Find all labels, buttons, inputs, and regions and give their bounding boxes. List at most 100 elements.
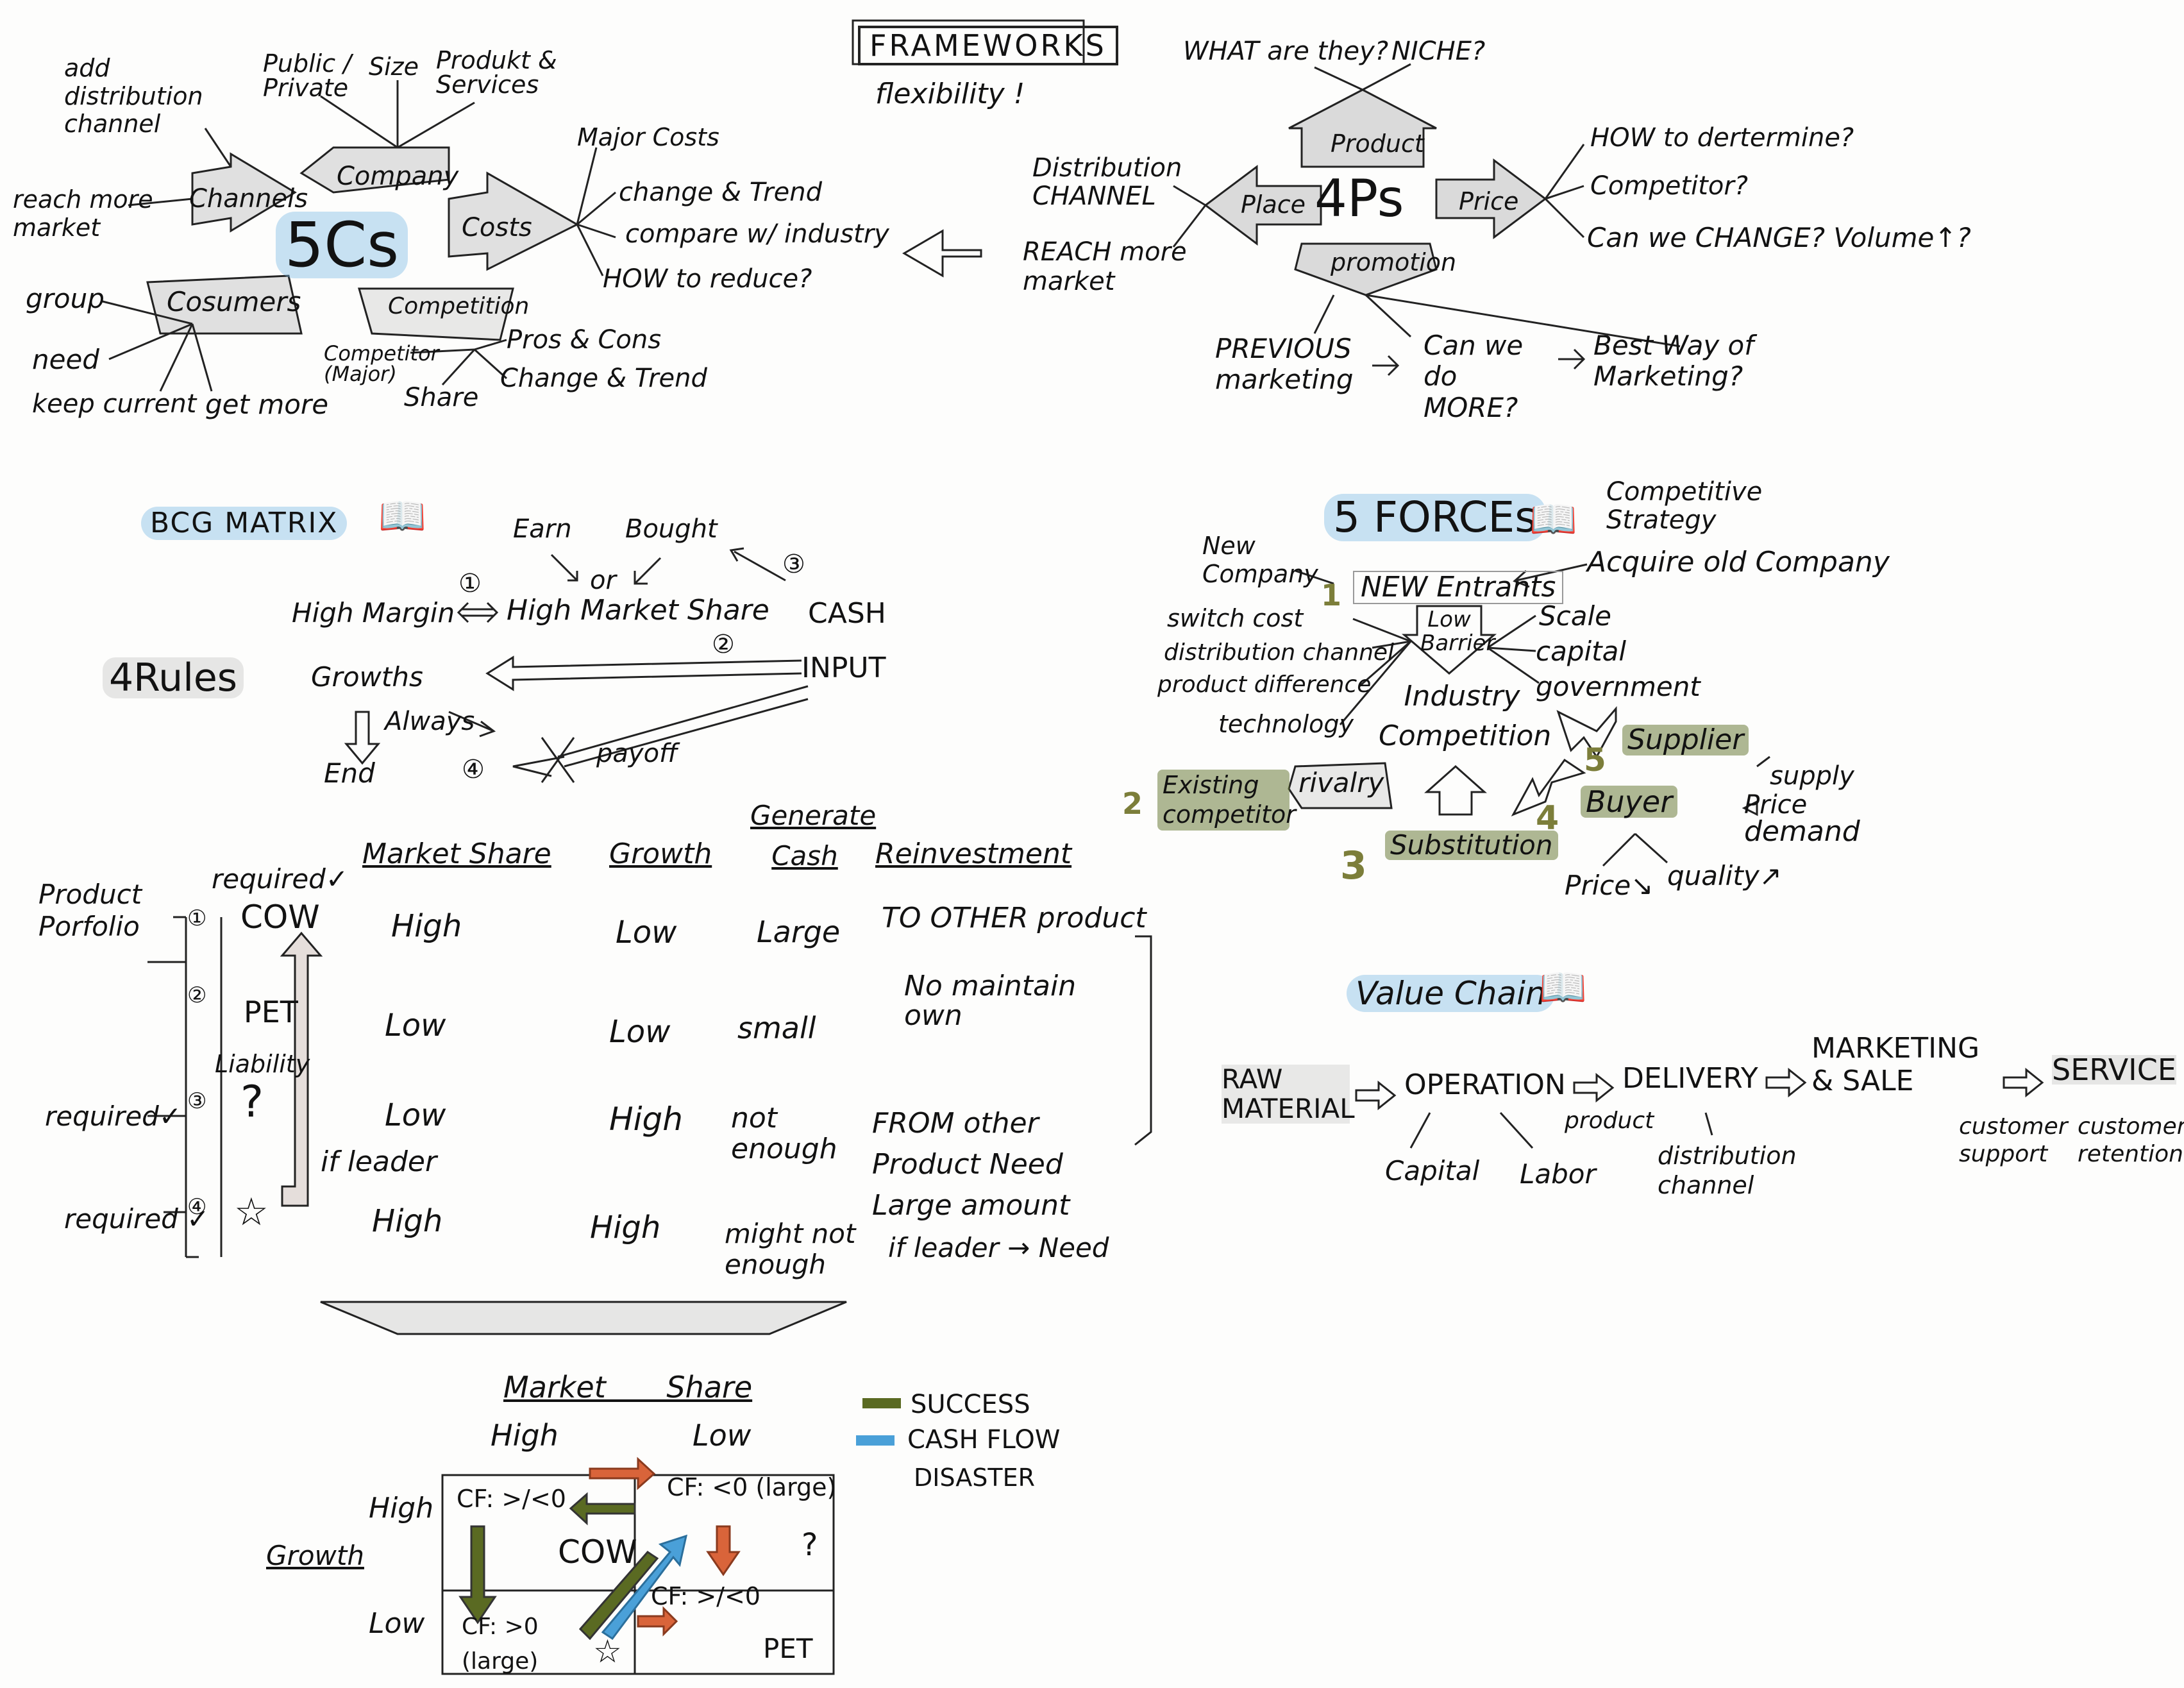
place-branch-dist: Distribution CHANNEL xyxy=(1032,153,1182,211)
vc-note-labor: Labor xyxy=(1520,1158,1596,1190)
book-icon: 📖 xyxy=(1539,965,1587,1010)
arrow-substitution-up xyxy=(1424,764,1487,816)
five-forces-num-3: 3 xyxy=(1340,843,1367,888)
row2-num: ② xyxy=(187,983,207,1008)
five-forces-supplier: Supplier xyxy=(1622,725,1749,755)
five-forces-new-company: New Company xyxy=(1202,532,1318,588)
row4-note: required ✓ xyxy=(64,1203,210,1235)
edge-promo-long xyxy=(1365,294,1681,348)
edge-company-public xyxy=(320,95,398,149)
vc-step-operation: OPERATION xyxy=(1404,1068,1566,1101)
five-forces-title: 5 FORCEs xyxy=(1324,494,1546,541)
promotion-label: promotion xyxy=(1331,248,1457,276)
vc-arrow-4 xyxy=(2003,1067,2044,1098)
four-ps-shapes xyxy=(1172,63,1681,376)
costs-label: Costs xyxy=(462,213,532,242)
edge-consumers-get xyxy=(191,323,213,392)
vc-note-distribution: distribution channel xyxy=(1658,1142,1797,1199)
row1-growth: Low xyxy=(616,915,677,950)
edge-barrier-product xyxy=(1359,640,1411,688)
portfolio-if-leader: if leader xyxy=(321,1145,437,1178)
five-forces-num-4: 4 xyxy=(1536,799,1559,838)
row3-num: ③ xyxy=(187,1088,207,1114)
bcg-cash: CASH xyxy=(808,597,886,630)
place-branch-reach: REACH more market xyxy=(1023,237,1187,296)
hollow-left-arrow xyxy=(902,229,982,278)
bcg-bought: Bought xyxy=(625,514,718,544)
five-forces-acquire: Acquire old Company xyxy=(1587,546,1890,578)
buyer-note-quality: quality↗ xyxy=(1667,860,1782,891)
row3-reinvest: FROM other Product Need Large amount xyxy=(872,1107,1070,1222)
matrix-cell-top-right: CF: <0 (large) xyxy=(667,1473,837,1501)
vc-step-marketing: MARKETING & SALE xyxy=(1811,1032,1980,1097)
competition-arrow-shape xyxy=(358,287,514,341)
five-forces-book-note: Competitive Strategy xyxy=(1606,477,1763,535)
product-branch-niche: NICHE? xyxy=(1391,37,1486,66)
five-forces-buyer: Buyer xyxy=(1581,786,1678,818)
row3-note: required✓ xyxy=(45,1101,182,1132)
supplier-note-price: Price xyxy=(1744,790,1808,820)
five-cs-title: 5Cs xyxy=(276,212,408,278)
price-branch-comp: Competitor? xyxy=(1590,171,1748,201)
row3-cash: not enough xyxy=(731,1102,837,1166)
bcg-input: INPUT xyxy=(802,652,886,684)
company-branch-public: Public / Private xyxy=(263,49,352,102)
arrow-cash-to-share xyxy=(729,547,786,582)
row2-market-share: Low xyxy=(385,1008,446,1043)
book-icon: 📖 xyxy=(1529,497,1577,542)
edge-price-how xyxy=(1544,144,1585,199)
vc-note-product: product xyxy=(1565,1108,1654,1134)
edge-barrier-scale xyxy=(1487,614,1536,649)
arrow-growth-down xyxy=(344,711,381,765)
bcg-payoff: payoff xyxy=(596,739,678,768)
barrier-capital: capital xyxy=(1536,636,1627,667)
company-arrow-shape xyxy=(299,146,450,194)
edge-product-what xyxy=(1314,66,1363,91)
competition-label: Competition xyxy=(388,293,530,319)
vc-note-capital: Capital xyxy=(1385,1155,1480,1186)
row2-note: Liability xyxy=(215,1050,310,1078)
consumers-branch-get: get more xyxy=(205,389,329,420)
arrow-green-top-left xyxy=(569,1492,636,1526)
vc-op-capital xyxy=(1409,1112,1431,1149)
edge-competition-change xyxy=(473,348,508,380)
edge-consumers-group xyxy=(102,300,193,325)
double-arrow-margin xyxy=(457,602,499,623)
bcg-num-4: ④ xyxy=(462,755,485,784)
row4-name: ☆ xyxy=(234,1190,269,1235)
edge-costs-change xyxy=(576,191,616,226)
vc-step-raw: RAW MATERIAL xyxy=(1222,1063,1355,1125)
header-market-share: Market Share xyxy=(362,838,551,870)
bcg-rule-arrows xyxy=(344,547,809,783)
edge-competition-pros xyxy=(474,339,507,351)
row1-reinvest: TO OTHER product xyxy=(882,902,1147,934)
vc-note-retention: customer retention xyxy=(2078,1113,2184,1168)
matrix-cell-star: ☆ xyxy=(593,1633,622,1670)
costs-branch-major: Major Costs xyxy=(577,123,719,151)
arrow-green-diag xyxy=(578,1551,659,1641)
arrow-bought xyxy=(634,557,662,585)
competition-branch-share: Share xyxy=(404,383,479,412)
edge-barrier-tech xyxy=(1339,641,1412,725)
edge-consumers-need xyxy=(108,323,193,360)
edge-competition-competitor xyxy=(410,348,475,354)
row2-growth: Low xyxy=(609,1014,671,1050)
barrier-product-difference: product difference xyxy=(1157,671,1372,698)
arrow-buyer-left xyxy=(1511,758,1586,816)
row4-market-share: High xyxy=(372,1203,443,1239)
bcg-num-2: ② xyxy=(712,630,735,659)
price-label: Price xyxy=(1459,187,1519,215)
edge-barrier-dist xyxy=(1372,640,1411,649)
edge-barrier-capital xyxy=(1487,646,1536,652)
channels-arrow-shape xyxy=(191,152,297,233)
channels-label: Channels xyxy=(189,184,308,214)
bcg-or: or xyxy=(590,566,616,595)
vc-arrow-2 xyxy=(1573,1072,1615,1103)
four-ps-title: 4Ps xyxy=(1315,169,1404,228)
arrow-green-down-left xyxy=(458,1525,497,1625)
edge-competition-share xyxy=(441,348,476,386)
row4-reinvest: if leader → Need xyxy=(888,1232,1109,1263)
costs-branch-reduce: HOW to reduce? xyxy=(603,264,812,294)
competition-branch-competitor: Competitor (Major) xyxy=(324,341,439,386)
bcg-num-1: ① xyxy=(458,569,482,598)
